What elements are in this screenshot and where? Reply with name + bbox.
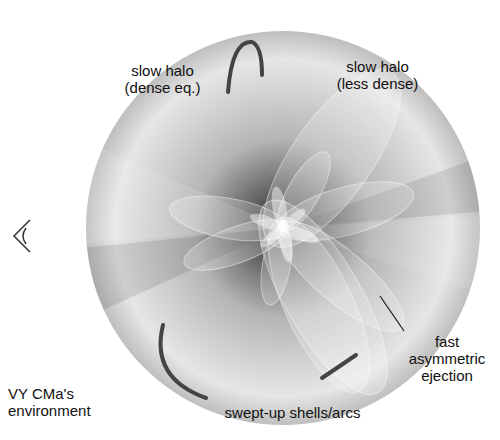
central-star (280, 220, 286, 226)
annotation-label: slow halo (less dense) (330, 58, 425, 92)
annotation-label: VY CMa's environment (8, 385, 113, 419)
observer-eye (14, 220, 30, 252)
leader-line (380, 296, 404, 331)
inner-lobes (248, 185, 321, 263)
annotation-label: fast asymmetric ejection (402, 333, 492, 384)
ejection-lobes (166, 49, 424, 411)
annotation-label: slow halo (dense eq.) (115, 62, 210, 96)
annotation-label: swept-up shells/arcs (195, 404, 390, 421)
